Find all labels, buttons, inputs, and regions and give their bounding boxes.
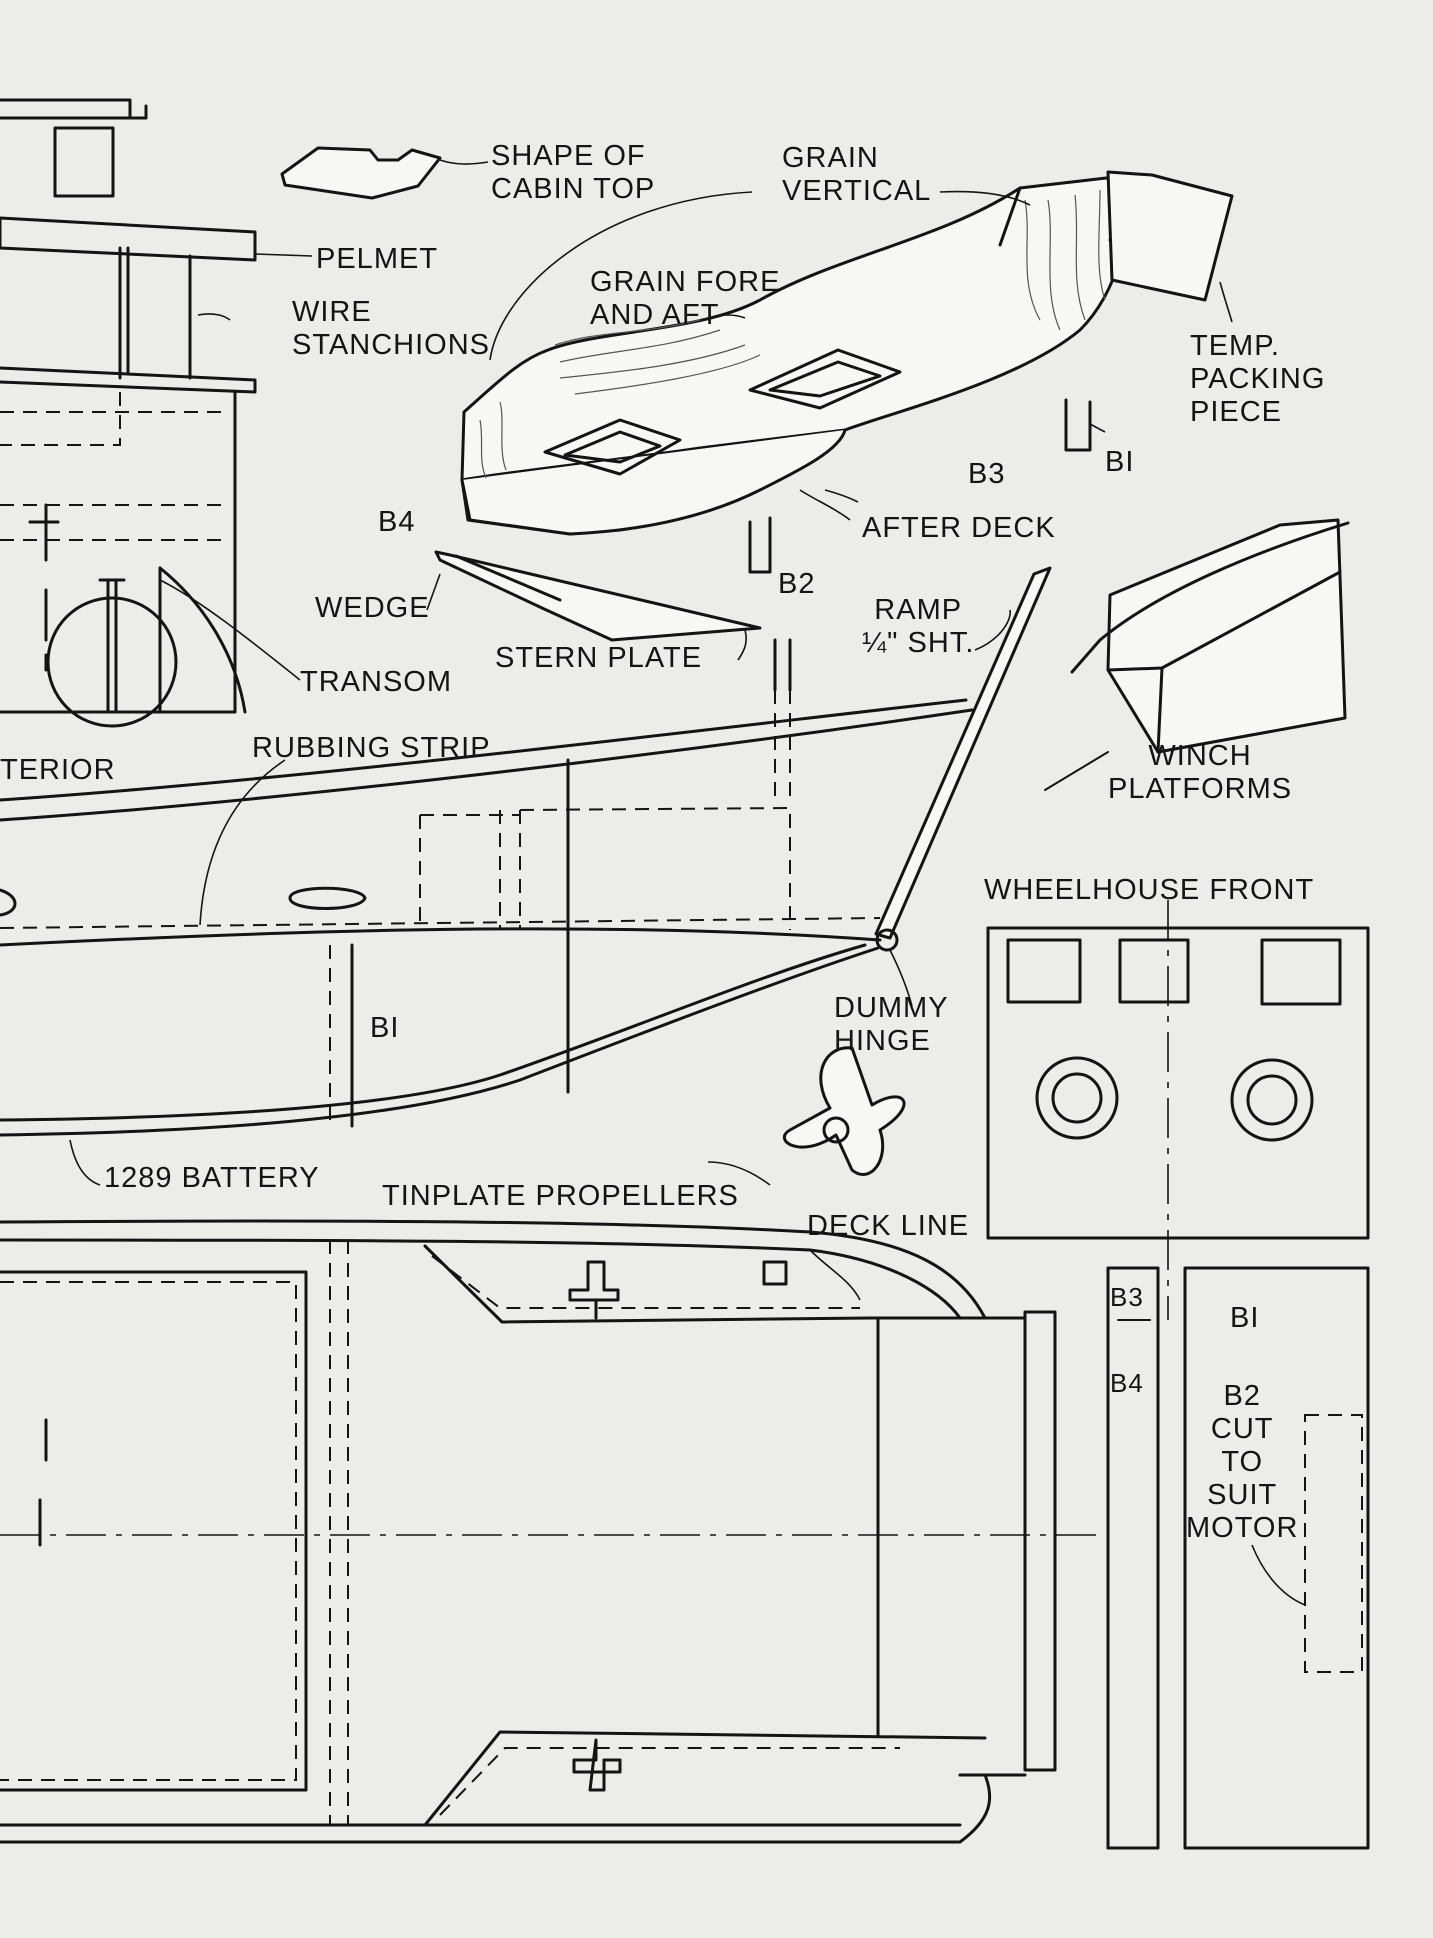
label-b1-top: BI	[1105, 446, 1135, 478]
label-b2-cut-to-suit-motor: B2 CUT TO SUIT MOTOR	[1186, 1380, 1299, 1544]
label-transom: TRANSOM	[300, 666, 452, 698]
label-1289-battery: 1289 BATTERY	[104, 1162, 320, 1194]
stern-assembly	[434, 170, 1234, 642]
label-exterior-partial: TERIOR	[0, 754, 116, 786]
label-temp-packing-piece: TEMP. PACKING PIECE	[1190, 330, 1326, 428]
label-after-deck: AFTER DECK	[862, 512, 1056, 544]
bulkhead-parts	[1106, 1266, 1370, 1850]
winch-platform	[1044, 518, 1350, 791]
hull-elevation	[0, 638, 974, 1137]
label-wire-stanchions: WIRE STANCHIONS	[292, 296, 490, 361]
label-wedge: WEDGE	[315, 592, 430, 624]
label-shape-of-cabin-top: SHAPE OF CABIN TOP	[491, 140, 656, 205]
label-pelmet: PELMET	[316, 243, 439, 275]
label-ramp: RAMP ¼" SHT.	[862, 594, 975, 659]
label-grain-vertical: GRAIN VERTICAL	[782, 142, 932, 207]
label-dummy-hinge: DUMMY HINGE	[834, 992, 949, 1057]
label-winch-platforms: WINCH PLATFORMS	[1108, 740, 1293, 805]
label-b1-side: BI	[370, 1012, 400, 1044]
wheelhouse-elevation	[0, 98, 257, 728]
label-b3-strip: B3	[1110, 1282, 1144, 1312]
label-rubbing-strip: RUBBING STRIP	[252, 732, 491, 764]
hull-plan	[0, 1219, 1100, 1844]
propeller	[782, 1046, 906, 1176]
label-b4-strip: B4	[1110, 1368, 1144, 1398]
label-tinplate-propellers: TINPLATE PROPELLERS	[382, 1180, 739, 1212]
label-wheelhouse-front: WHEELHOUSE FRONT	[984, 874, 1315, 906]
cabin-top-piece	[280, 146, 442, 200]
label-grain-fore-and-aft: GRAIN FORE AND AFT	[590, 266, 781, 331]
label-b2-top: B2	[778, 568, 816, 600]
label-b3-top: B3	[968, 458, 1006, 490]
ramp	[874, 566, 1052, 940]
leader-lines	[69, 190, 1233, 1301]
label-b1-panel: BI	[1230, 1302, 1260, 1334]
label-deck-line: DECK LINE	[807, 1210, 970, 1242]
label-stern-plate: STERN PLATE	[495, 642, 703, 674]
label-b4-top: B4	[378, 506, 416, 538]
wheelhouse-front-view	[986, 900, 1370, 1320]
